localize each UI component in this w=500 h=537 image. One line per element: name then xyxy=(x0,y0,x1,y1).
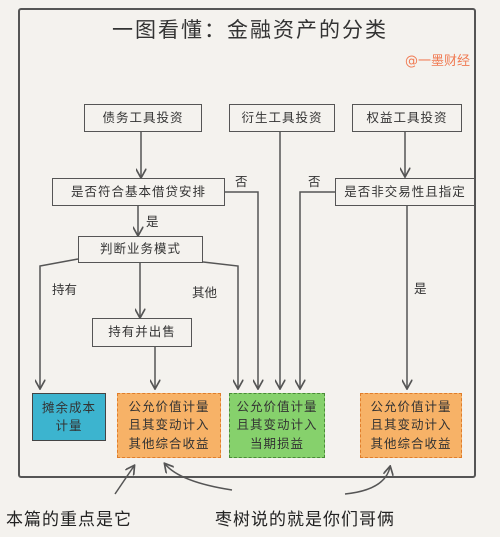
caption-left: 本篇的重点是它 xyxy=(6,510,132,530)
edge-model-hold-amortized xyxy=(40,258,79,388)
label-no-sppi: 否 xyxy=(235,174,248,189)
label-hold: 持有 xyxy=(52,282,78,297)
nontrading-designation-box: 是否非交易性且指定 xyxy=(335,178,475,206)
hold-and-sell-box: 持有并出售 xyxy=(92,318,192,347)
label-yes-equity: 是 xyxy=(414,281,427,296)
page-title: 一图看懂：金融资产的分类 xyxy=(112,18,388,42)
edge-sppi-no-fvtpl xyxy=(225,191,258,388)
label-no-equity: 否 xyxy=(308,174,321,189)
fvoci-equity-box: 公允价值计量且其变动计入其他综合收益 xyxy=(360,393,462,458)
edge-nontrading-no-fvtpl xyxy=(300,191,335,388)
caption-arrow-right-a xyxy=(165,464,233,491)
watermark: @一墨财经 xyxy=(404,54,470,69)
business-model-box: 判断业务模式 xyxy=(78,236,203,263)
label-yes-sppi: 是 xyxy=(146,214,159,229)
debt-instrument-box: 债务工具投资 xyxy=(84,104,202,132)
equity-instrument-box: 权益工具投资 xyxy=(352,104,462,132)
caption-arrow-right-b xyxy=(344,467,390,495)
derivative-instrument-box: 衍生工具投资 xyxy=(229,104,335,132)
fvtpl-box: 公允价值计量且其变动计入当期损益 xyxy=(229,393,325,458)
caption-arrow-left xyxy=(114,466,134,495)
sppi-test-box: 是否符合基本借贷安排 xyxy=(52,178,225,206)
caption-right: 枣树说的就是你们哥俩 xyxy=(215,510,395,530)
label-other: 其他 xyxy=(192,285,218,300)
fvoci-debt-box: 公允价值计量且其变动计入其他综合收益 xyxy=(117,393,221,458)
amortized-cost-box: 摊余成本计量 xyxy=(32,393,106,441)
